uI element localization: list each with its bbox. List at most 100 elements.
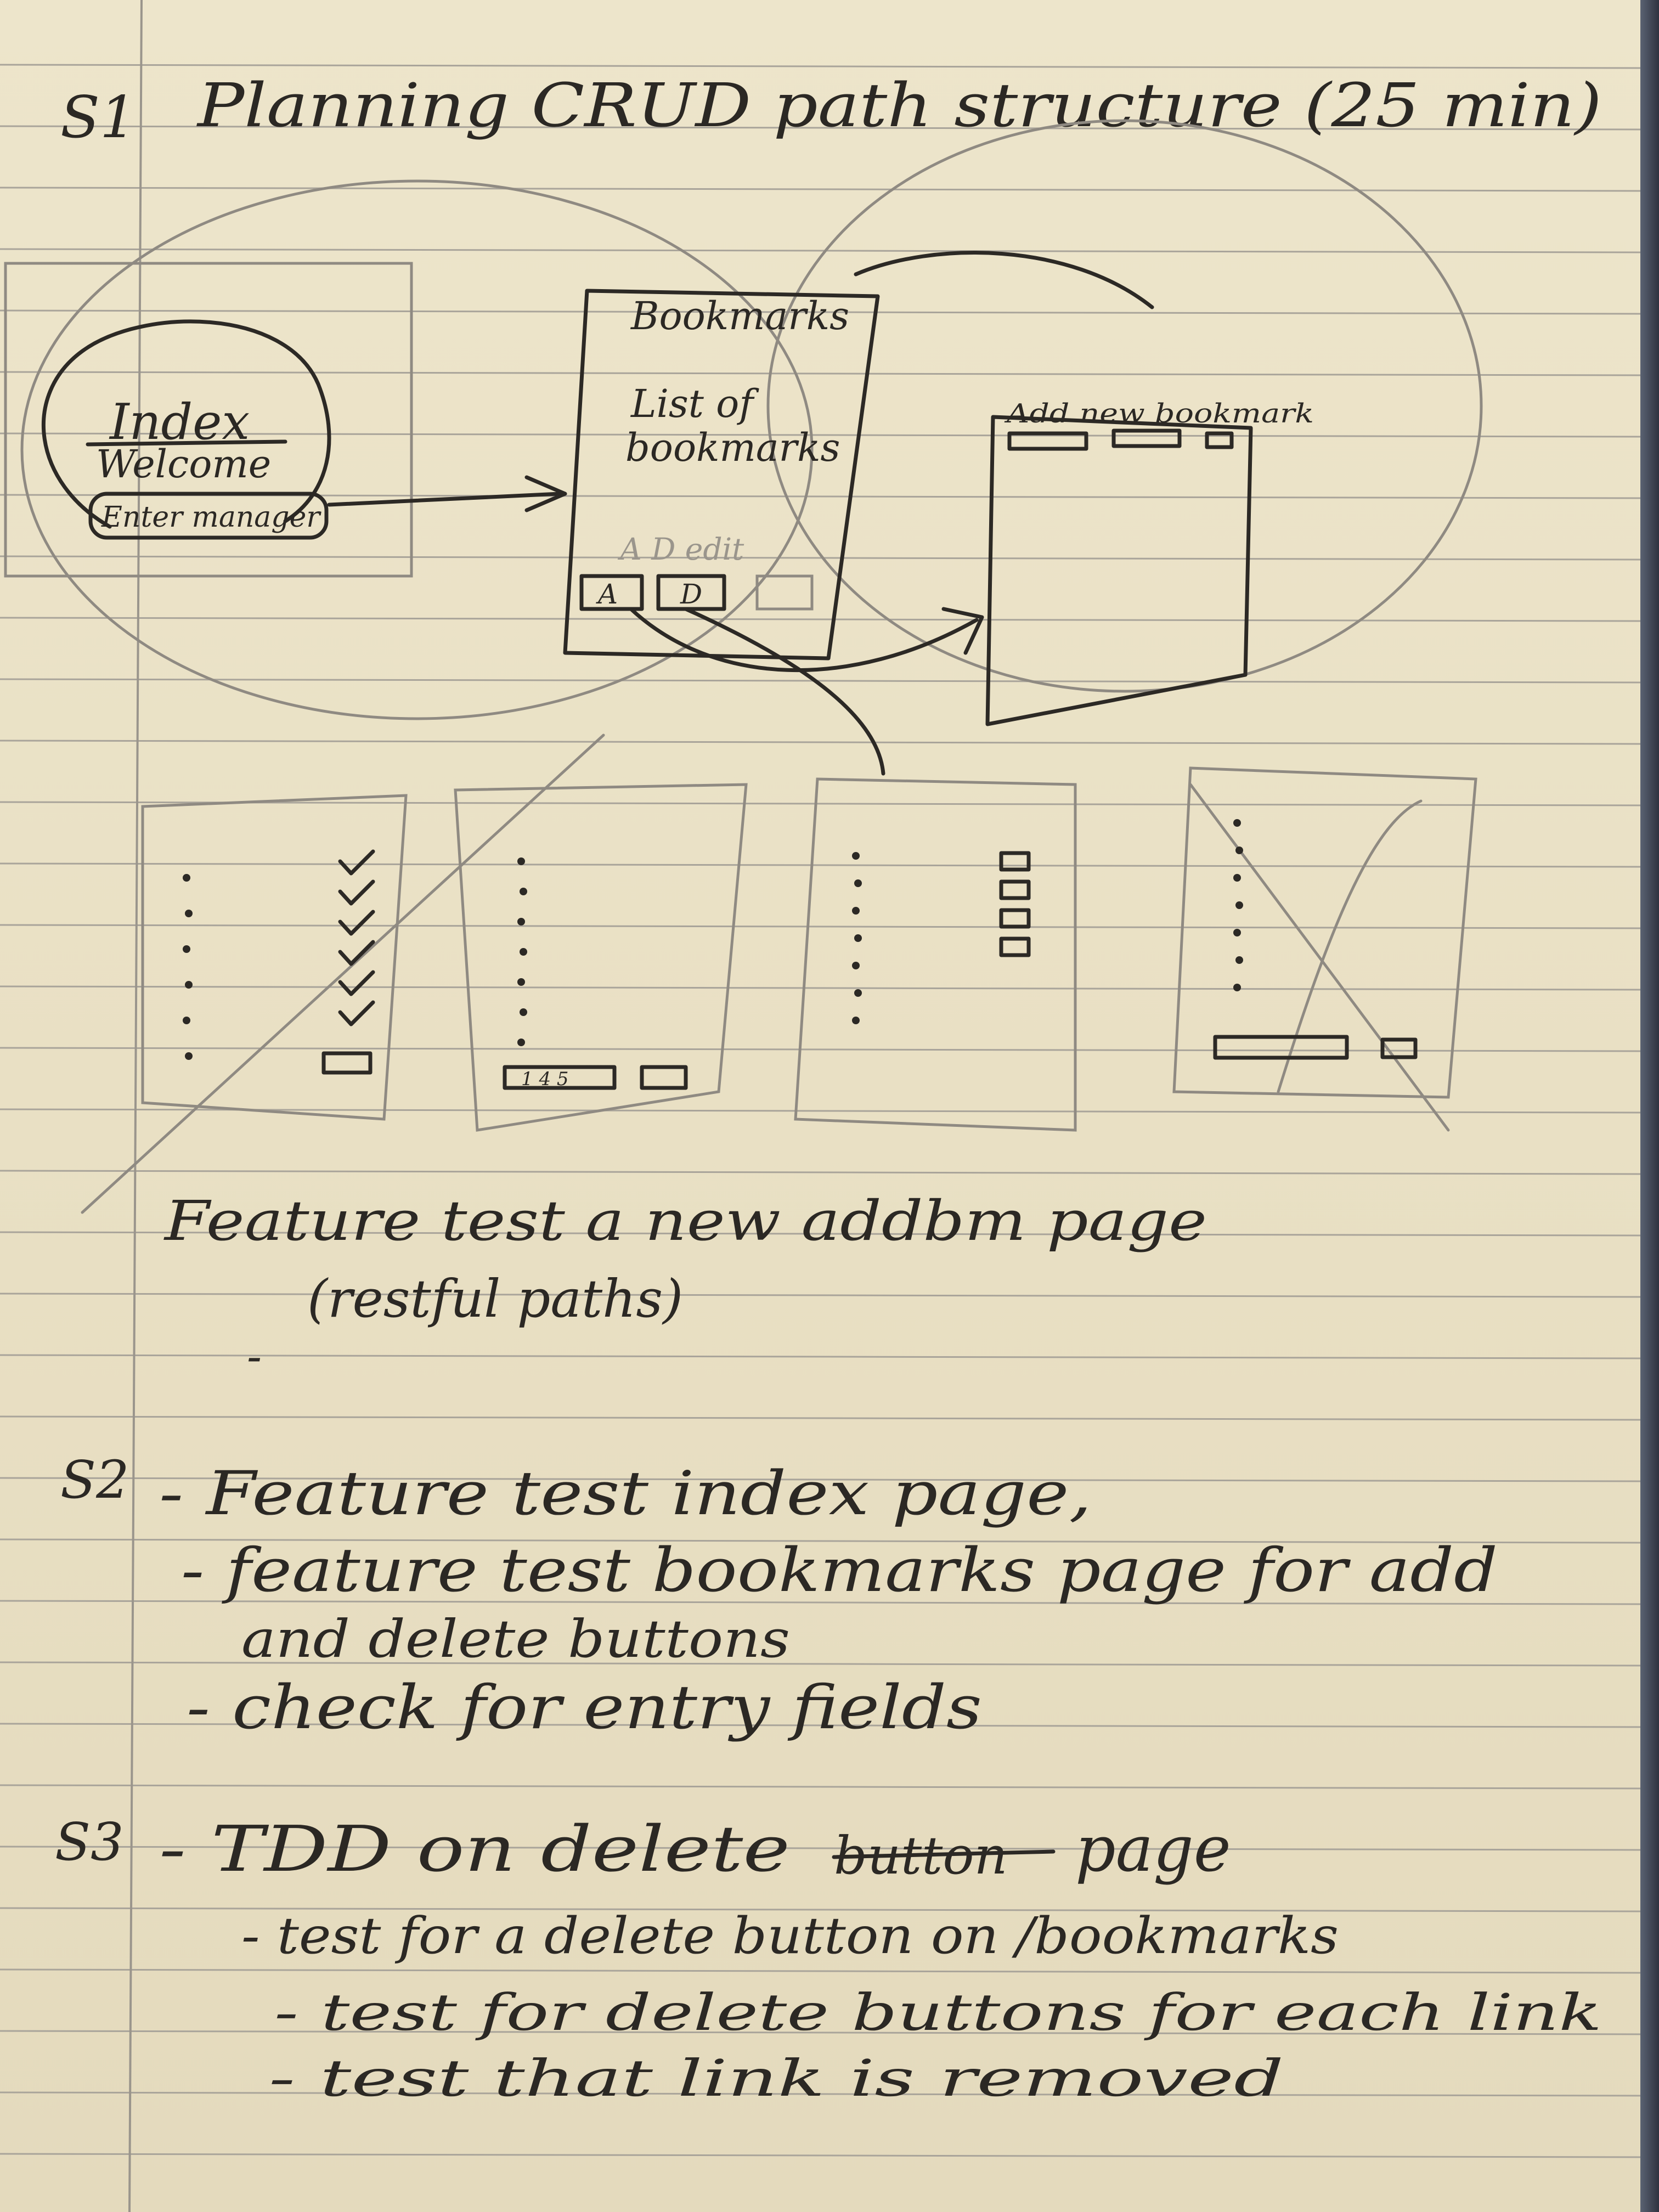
ruled-line [0,1723,1640,1728]
s3-line-1: - test for a delete button on /bookmarks [241,1906,1339,1965]
ruled-line [0,371,1640,376]
ruled-line [0,617,1640,622]
arrow-to-add [629,607,984,673]
wireframe-1 [183,849,375,1075]
ruled-line [0,555,1640,561]
s1-label: S1 [60,84,137,151]
sketch-dot [1233,929,1241,936]
s3-heading-end: page [1075,1813,1231,1886]
s1-title: Planning CRUD path structure (25 min) [196,70,1602,140]
sketch-dot [183,1017,190,1024]
enter-manager-button [88,492,329,540]
sketch-dot [854,989,862,997]
ruled-line [0,1661,1640,1667]
wireframe-2: 1 4 5 [503,857,688,1090]
strikethrough [832,1849,1056,1859]
s3-heading: - TDD on delete [159,1813,790,1886]
add-bookmark-title: Add new bookmark [1004,398,1314,429]
sketch-dot [520,888,527,895]
sketch-dot [1235,847,1243,854]
wireframe-4 [1213,819,1418,1060]
sketch-dot [517,978,525,986]
ruled-line [0,1354,1640,1359]
check-mark [338,970,375,996]
s2-line-2: - feature test bookmarks page for add [181,1535,1498,1605]
delete-button-sketch [656,574,726,611]
wf3-button [999,879,1031,900]
sketch-dot [852,1017,860,1024]
ruled-line [0,1047,1640,1052]
ruled-line [0,1538,1640,1544]
ruled-line [0,1846,1640,1851]
s1-note-1: Feature test a new addbm page [163,1189,1207,1253]
wf3-button [999,851,1031,872]
ruled-line [0,740,1640,745]
ruled-line [0,187,1640,192]
s3-line-3: - test that link is removed [269,2049,1284,2108]
ruled-line [0,678,1640,684]
ruled-line [0,2030,1640,2035]
ruled-line [0,248,1640,253]
wf2-pagination-label: 1 4 5 [521,1068,569,1090]
ruled-line [0,2153,1640,2158]
pencil-box-index [4,262,413,578]
ruled-line [0,125,1640,131]
ruled-lines [0,64,1640,2158]
sketch-dot [520,1008,527,1016]
add-submit [1205,431,1234,449]
arrow-top [854,251,1154,309]
ruled-line [0,924,1640,929]
sketch-dot [520,948,527,956]
bookmarks-title: Bookmarks [630,294,849,338]
faint-button-sketch [755,574,814,611]
wireframe-row: 1 4 5 [81,733,1477,1214]
sketch-dot [1233,874,1241,882]
index-welcome: Welcome [96,442,271,487]
wf4-button [1380,1037,1418,1059]
ruled-line [0,64,1640,69]
s3-label: S3 [55,1812,124,1872]
check-mark [338,910,375,936]
pencil-circle-right [766,119,1483,693]
ruled-line [0,2091,1640,2097]
wf2-pagination [503,1065,617,1090]
sketch-dot [517,857,525,865]
margin-line [128,0,143,2212]
bookmarks-body-1: List of [630,381,759,426]
add-field-1 [1007,431,1088,451]
ruled-line [0,1477,1640,1482]
ruled-line [0,1600,1640,1605]
s3-line-2: - test for delete buttons for each link [274,1983,1602,2042]
check-mark [338,940,375,966]
ruled-line [0,1170,1640,1175]
wireframe-3 [852,851,1031,1024]
wf3-button [999,908,1031,929]
ruled-line [0,1108,1640,1114]
ruled-line [0,1784,1640,1790]
sketch-dot [183,874,190,882]
wf1-button [321,1051,373,1075]
sketch-dot [854,879,862,887]
sketch-dot [517,918,525,926]
wf3-button [999,936,1031,957]
s2-line-1: - Feature test index page, [159,1458,1092,1528]
sketch-dot [1235,901,1243,909]
index-sketch: Index Welcome Enter manager [42,319,567,540]
wf4-input [1213,1035,1349,1060]
sketch-dot [1233,819,1241,827]
sketch-dot [185,910,193,917]
sketch-dot [517,1039,525,1046]
ruled-line [0,432,1640,438]
sketch-dot [1235,956,1243,964]
sketch-dot [852,852,860,860]
s2-line-3: and delete buttons [241,1609,790,1669]
delete-button-label: D [680,578,702,610]
enter-manager-label: Enter manager [101,501,321,534]
add-bookmark-sketch: Add new bookmark [985,398,1314,726]
arrow-to-bookmarks [327,475,567,512]
bookmarks-sketch: Bookmarks List of bookmarks A D edit A D [563,251,1154,776]
ruled-line [0,1293,1640,1298]
ruled-line [0,862,1640,868]
